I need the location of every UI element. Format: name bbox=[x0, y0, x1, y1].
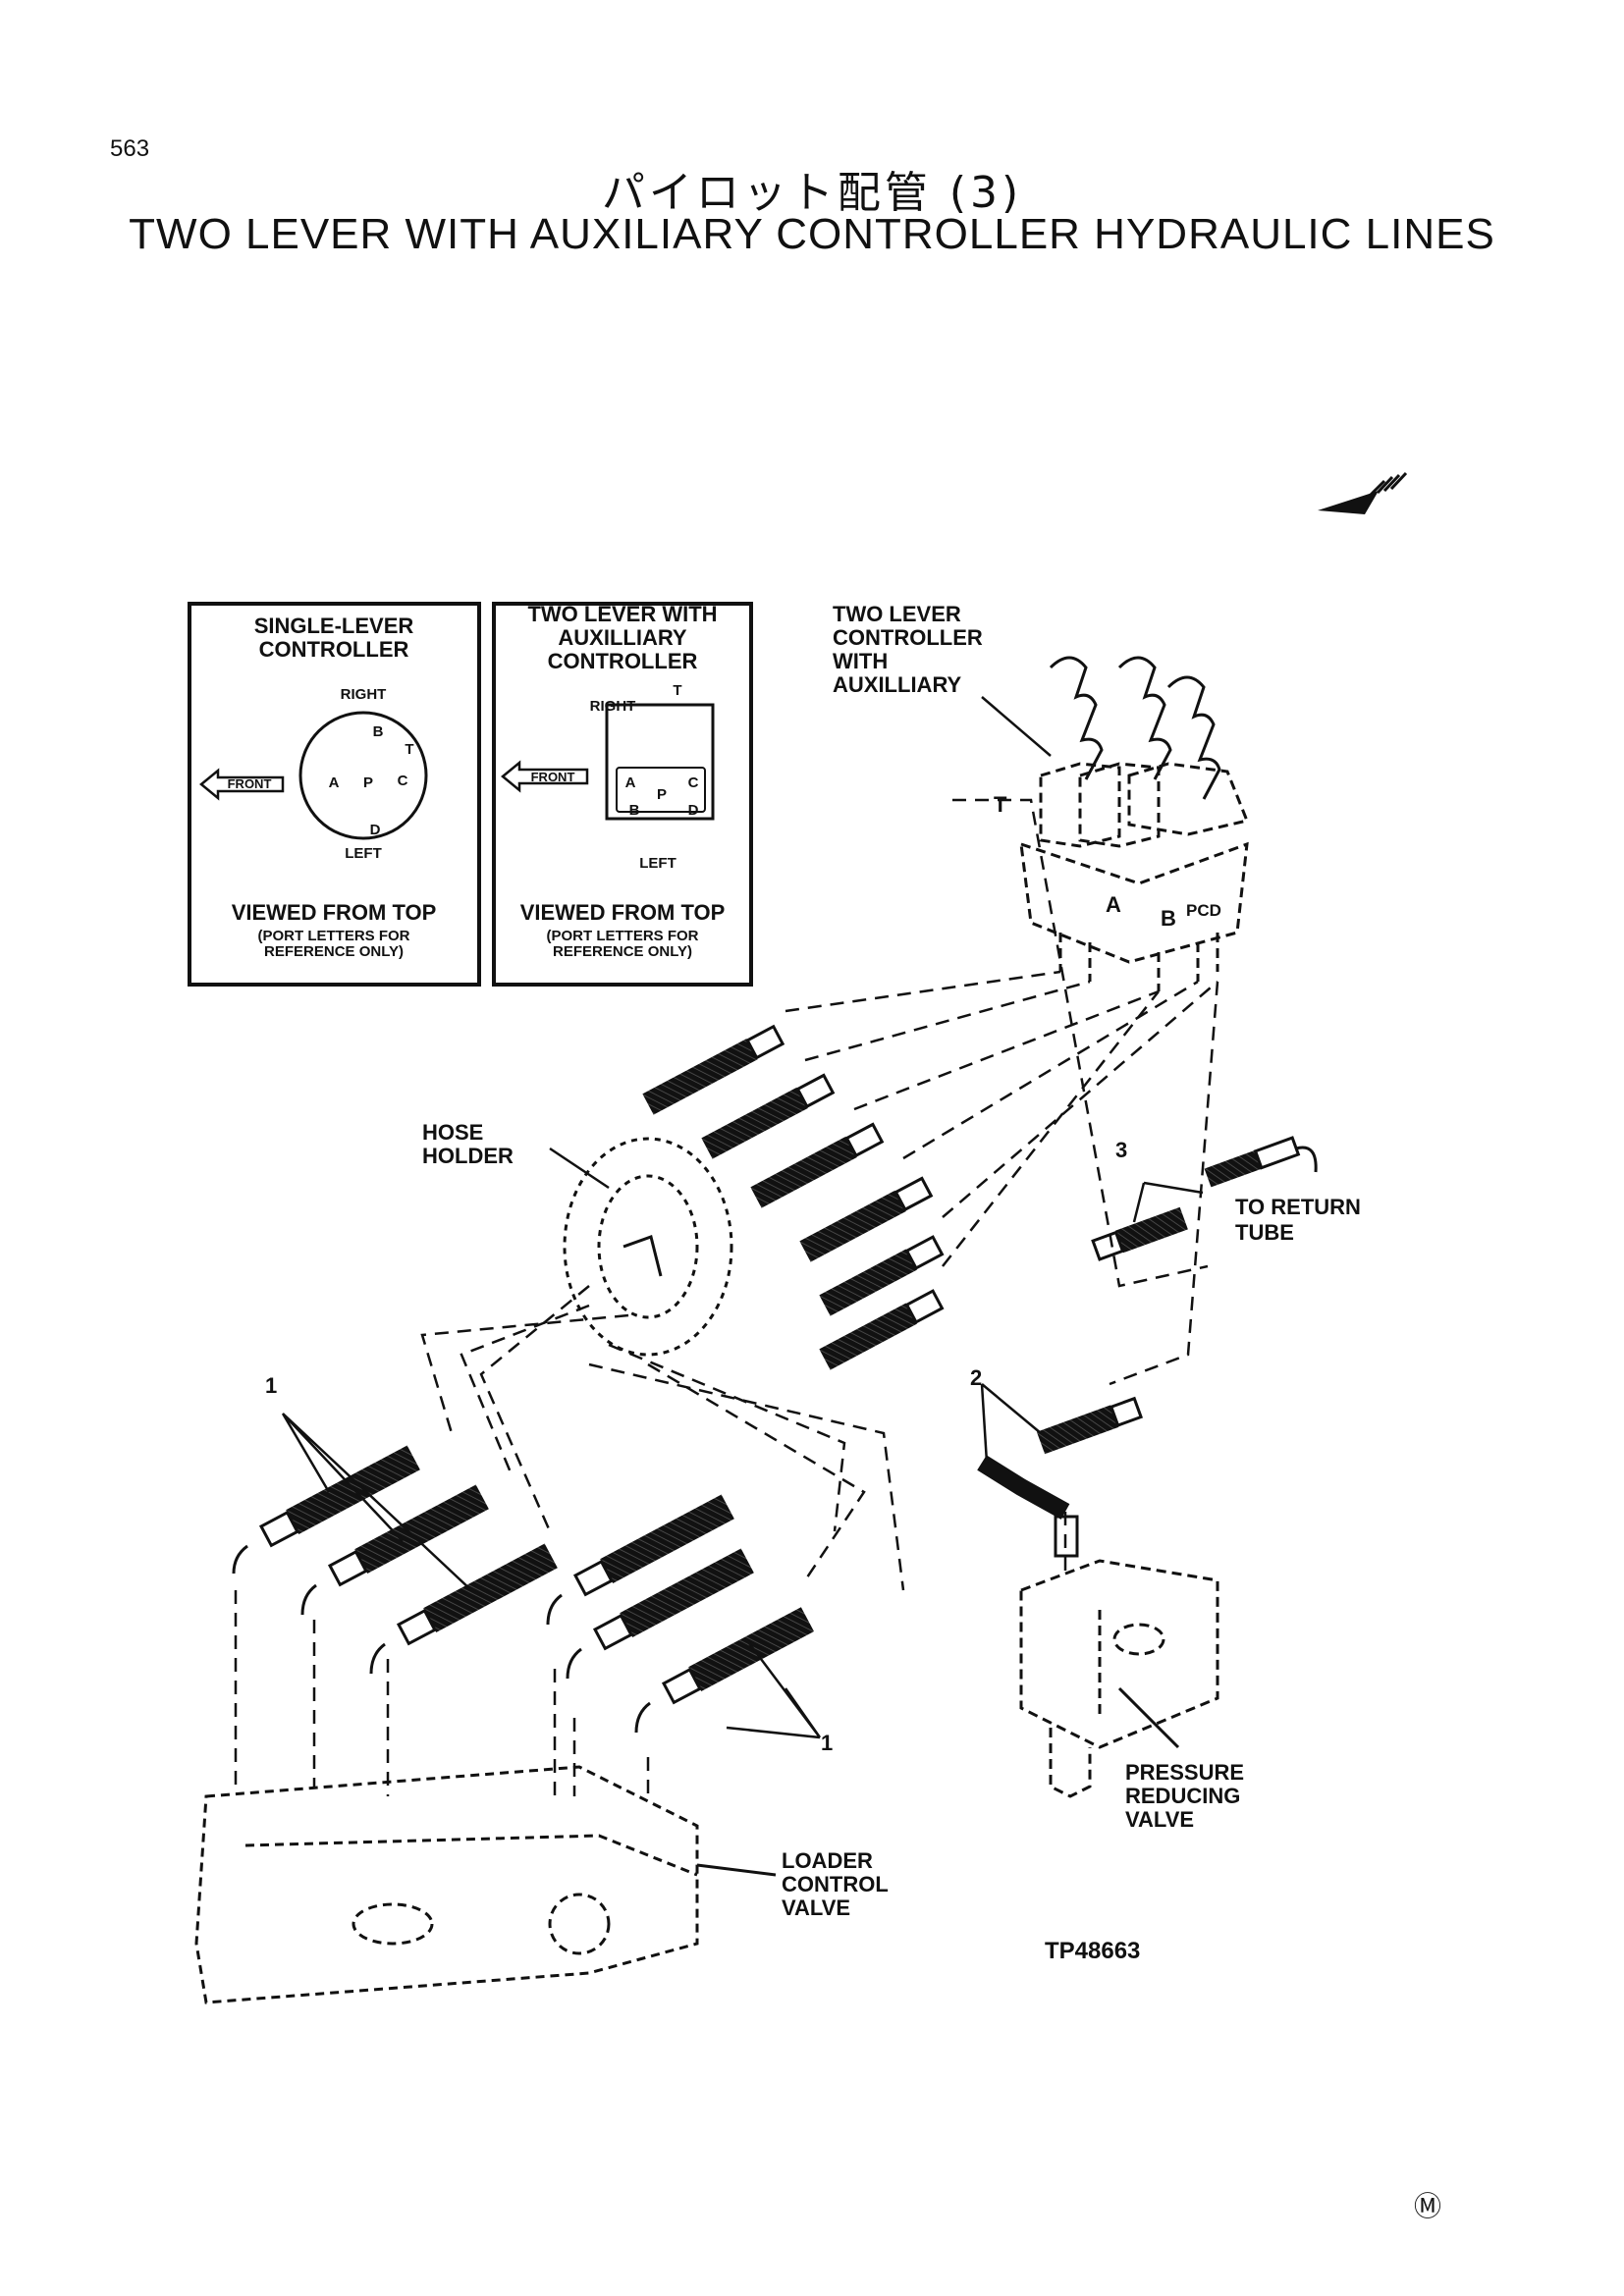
controller-label-2: CONTROLLER bbox=[833, 625, 983, 650]
corner-mark: Ⓜ bbox=[1414, 2190, 1442, 2222]
hose-holder bbox=[563, 1137, 733, 1357]
inset-two-left: LEFT bbox=[639, 855, 677, 872]
drawing-id: TP48663 bbox=[1045, 1938, 1141, 1964]
loader-valve-label-1: LOADER bbox=[782, 1848, 873, 1873]
return-tube-label-1: TO RETURN bbox=[1235, 1195, 1361, 1219]
port-label-pcd: PCD bbox=[1186, 901, 1221, 920]
inset-single-note-1: (PORT LETTERS FOR bbox=[257, 928, 410, 944]
single-lever-port-circle bbox=[298, 711, 428, 840]
port-p: P bbox=[362, 774, 373, 791]
port-label-b: B bbox=[1161, 906, 1176, 931]
inset-single-front: FRONT bbox=[227, 776, 272, 791]
inset-two-front: FRONT bbox=[530, 770, 575, 784]
inset-two-note-2: REFERENCE ONLY) bbox=[553, 943, 692, 960]
inset-single-lever-frame bbox=[188, 602, 481, 987]
lower-hoses bbox=[232, 1413, 822, 1739]
item-number-2: 2 bbox=[970, 1365, 983, 1390]
port-label-t: T bbox=[994, 792, 1007, 817]
inset-single-note-2: REFERENCE ONLY) bbox=[264, 943, 404, 960]
pressure-valve-label-2: REDUCING bbox=[1125, 1784, 1241, 1808]
port-t-2: T bbox=[673, 682, 682, 699]
inset-two-note-1: (PORT LETTERS FOR bbox=[546, 928, 699, 944]
port-d-2: D bbox=[687, 802, 699, 819]
inset-single-title-1: SINGLE-LEVER bbox=[253, 614, 414, 638]
port-c-2: C bbox=[687, 774, 699, 791]
item-number-3: 3 bbox=[1115, 1138, 1128, 1162]
return-tube-hoses bbox=[1091, 1136, 1318, 1261]
controller-label-1: TWO LEVER bbox=[833, 602, 961, 626]
return-tube-label-2: TUBE bbox=[1235, 1220, 1294, 1245]
item-number-1-upper: 1 bbox=[265, 1373, 278, 1398]
inset-two-title-2: AUXILLIARY bbox=[558, 625, 687, 650]
inset-single-viewed: VIEWED FROM TOP bbox=[231, 900, 437, 925]
page-title: TWO LEVER WITH AUXILIARY CONTROLLER HYDR… bbox=[129, 210, 1495, 258]
two-lever-controller bbox=[1019, 656, 1250, 991]
controller-label-3: WITH bbox=[833, 649, 889, 673]
port-b-2: B bbox=[628, 802, 640, 819]
loader-valve-label-2: CONTROL bbox=[782, 1872, 889, 1896]
pressure-tube-hoses bbox=[977, 1383, 1144, 1558]
port-b: B bbox=[372, 723, 384, 740]
port-a-2: A bbox=[624, 774, 636, 791]
pressure-valve-label-3: VALVE bbox=[1125, 1807, 1195, 1832]
port-c: C bbox=[397, 773, 408, 789]
item-number-1-lower: 1 bbox=[821, 1731, 834, 1755]
port-d: D bbox=[369, 822, 381, 838]
hose-holder-label-2: HOLDER bbox=[422, 1144, 514, 1168]
upper-hoses bbox=[642, 1024, 945, 1370]
pressure-valve-label-1: PRESSURE bbox=[1125, 1760, 1245, 1785]
inset-two-lever-frame bbox=[492, 602, 753, 987]
callout-leaders bbox=[549, 696, 1052, 1190]
port-label-a: A bbox=[1106, 892, 1121, 917]
port-t: T bbox=[405, 741, 414, 758]
inset-two-right: RIGHT bbox=[589, 698, 636, 715]
inset-two-viewed: VIEWED FROM TOP bbox=[519, 900, 726, 925]
port-a: A bbox=[328, 774, 340, 791]
loader-control-valve bbox=[194, 1765, 777, 2004]
port-p-2: P bbox=[656, 786, 667, 803]
controller-label-4: AUXILLIARY bbox=[833, 672, 962, 697]
front-arrow-icon bbox=[501, 760, 589, 793]
inset-two-title-1: TWO LEVER WITH bbox=[527, 602, 718, 626]
page-number: 563 bbox=[110, 135, 150, 162]
direction-arrow-icon bbox=[1318, 471, 1408, 514]
hose-holder-label-1: HOSE bbox=[422, 1120, 484, 1145]
loader-valve-label-3: VALVE bbox=[782, 1896, 851, 1920]
pressure-reducing-valve bbox=[1019, 1559, 1219, 1798]
front-arrow-icon bbox=[199, 768, 285, 801]
hose-routing-lines bbox=[234, 798, 1219, 1796]
inset-single-title-2: CONTROLLER bbox=[258, 637, 409, 662]
inset-single-left: LEFT bbox=[345, 845, 382, 862]
page-title-japanese: パイロット配管 (3) bbox=[601, 168, 1023, 218]
inset-single-right: RIGHT bbox=[340, 686, 387, 703]
inset-two-title-3: CONTROLLER bbox=[547, 649, 698, 673]
